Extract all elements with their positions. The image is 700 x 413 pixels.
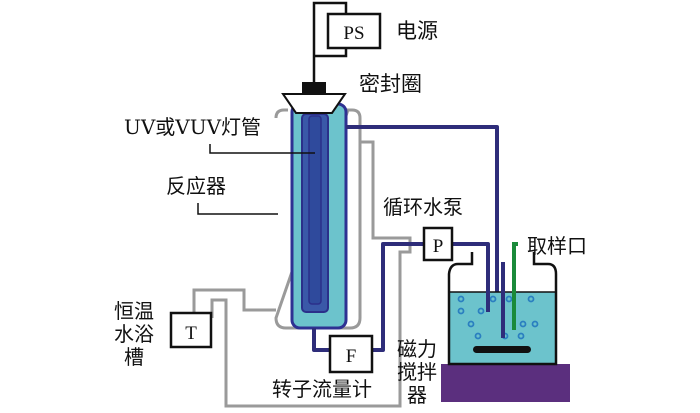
stirrer-label-line2: 搅拌 <box>397 360 437 384</box>
cooling-jacket <box>274 108 362 330</box>
thermostat-bath: T <box>169 311 213 349</box>
stirrer-label-line3: 器 <box>407 383 427 407</box>
stir-bar <box>473 346 531 353</box>
thermostat-label-line3: 槽 <box>124 345 144 369</box>
reactor-to-flowmeter-pipe <box>312 328 330 352</box>
beaker-outline <box>447 252 558 366</box>
reactor-label: 反应器 <box>166 174 226 198</box>
reactor-outlet-pipe <box>346 125 499 300</box>
thermostat-label-line1: 恒温 <box>114 299 154 323</box>
power-supply-label: 电源 <box>396 19 438 43</box>
sampling-tube <box>512 242 518 330</box>
flowmeter-symbol: F <box>346 346 357 367</box>
cooling-water-loop <box>192 108 412 408</box>
sampling-port-label: 取样口 <box>527 234 587 258</box>
pump-inlet-pipe <box>372 242 424 352</box>
lamp-label: UV或VUV灯管 <box>124 115 261 139</box>
magnetic-stirrer-base <box>441 364 570 402</box>
rotameter: F <box>328 334 374 374</box>
flowmeter-label: 转子流量计 <box>272 377 372 401</box>
pump-label: 循环水泵 <box>383 195 463 219</box>
pump-symbol: P <box>433 236 444 257</box>
thermostat-label-line2: 水浴 <box>114 322 154 346</box>
thermostat-symbol: T <box>185 323 197 344</box>
uv-lamp-core <box>308 115 322 305</box>
power-supply: PS <box>326 12 382 50</box>
cooling-outlet-pipe <box>210 140 412 408</box>
lamp-leader-line <box>209 144 315 154</box>
circulation-pump: P <box>422 226 454 262</box>
power-supply-symbol: PS <box>343 23 364 44</box>
power-wiring <box>312 1 348 82</box>
seal-ring <box>281 82 347 114</box>
stirrer-label-line1: 磁力 <box>397 337 437 361</box>
seal-cap <box>302 82 326 94</box>
reactor-leader-line <box>197 203 278 215</box>
reactor <box>290 102 348 330</box>
cooling-inlet-pipe <box>192 288 276 318</box>
seal-ring-label: 密封圈 <box>359 72 422 96</box>
